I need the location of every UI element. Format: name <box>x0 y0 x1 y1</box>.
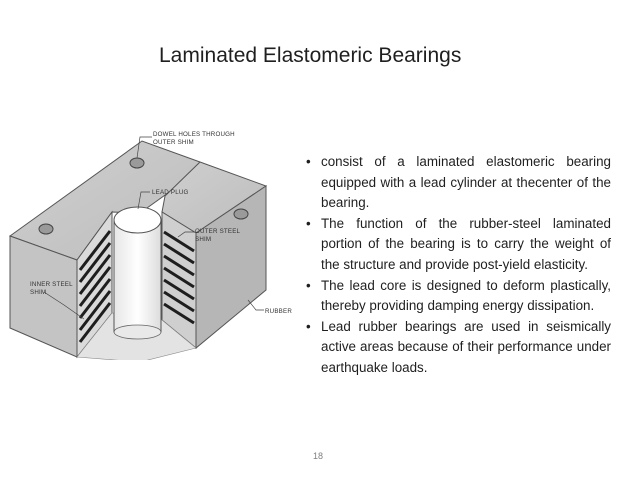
dowel-hole-icon <box>38 223 54 235</box>
label-inner-steel-shim-line2: SHIM <box>30 289 46 296</box>
bullet-list: • consist of a laminated elastomeric bea… <box>306 152 611 379</box>
bullet-item: • Lead rubber bearings are used in seism… <box>306 317 611 379</box>
leader-line-rubber <box>247 299 264 311</box>
leader-lines <box>43 136 264 320</box>
steel-shim-line <box>163 254 195 277</box>
bullet-item: • The lead core is designed to deform pl… <box>306 276 611 317</box>
bullet-marker: • <box>306 277 311 293</box>
bullet-marker: • <box>306 215 311 231</box>
bullet-marker: • <box>306 318 311 334</box>
label-dowel-holes: DOWEL HOLES THROUGH <box>153 131 235 138</box>
steel-shim-line <box>78 266 112 307</box>
bullet-text: Lead rubber bearings are used in seismic… <box>321 318 611 375</box>
label-lead-plug: LEAD PLUG <box>152 189 189 196</box>
bullet-text: The function of the rubber-steel laminat… <box>321 215 611 272</box>
steel-shim-line <box>78 242 112 283</box>
lead-plug-body <box>113 219 162 333</box>
leader-line-dowel <box>136 136 152 159</box>
steel-shim-line <box>163 266 195 289</box>
left-shim-layers <box>78 230 112 343</box>
label-outer-steel-shim: OUTER STEEL <box>195 228 241 235</box>
leader-line-inner-shim <box>43 291 85 320</box>
lead-plug-base <box>113 324 162 340</box>
steel-shim-line <box>163 278 195 301</box>
steel-shim-line <box>163 302 195 325</box>
steel-shim-line <box>78 302 112 343</box>
steel-shim-line <box>163 230 195 253</box>
label-dowel-holes-line2: OUTER SHIM <box>153 139 194 146</box>
page-number: 18 <box>313 451 324 461</box>
bullet-item: • consist of a laminated elastomeric bea… <box>306 152 611 214</box>
right-shim-layers <box>163 230 195 325</box>
leader-line-lead-plug <box>137 191 150 210</box>
steel-shim-line <box>163 242 195 265</box>
steel-shim-line <box>78 230 112 271</box>
lead-rubber-bearing-diagram: DOWEL HOLES THROUGH OUTER SHIM LEAD PLUG… <box>8 131 292 360</box>
dowel-hole-icon <box>233 208 249 220</box>
lead-plug-cylinder <box>113 206 162 340</box>
steel-shim-line <box>78 254 112 295</box>
bullet-item: • The function of the rubber-steel lamin… <box>306 214 611 276</box>
dowel-hole-icon <box>129 157 145 169</box>
bullet-text: The lead core is designed to deform plas… <box>321 277 611 314</box>
bullet-marker: • <box>306 154 311 169</box>
steel-shim-line <box>163 290 195 313</box>
bullet-text: consist of a laminated elastomeric beari… <box>321 154 611 211</box>
steel-shim-line <box>78 278 112 319</box>
label-rubber: RUBBER <box>265 308 292 315</box>
label-outer-steel-shim-line2: SHIM <box>195 236 211 243</box>
steel-shim-line <box>78 290 112 331</box>
label-inner-steel-shim: INNER STEEL <box>30 281 73 288</box>
lead-plug-top <box>113 206 162 234</box>
slide-title: Laminated Elastomeric Bearings <box>159 44 462 67</box>
leader-line-outer-shim <box>177 231 194 238</box>
